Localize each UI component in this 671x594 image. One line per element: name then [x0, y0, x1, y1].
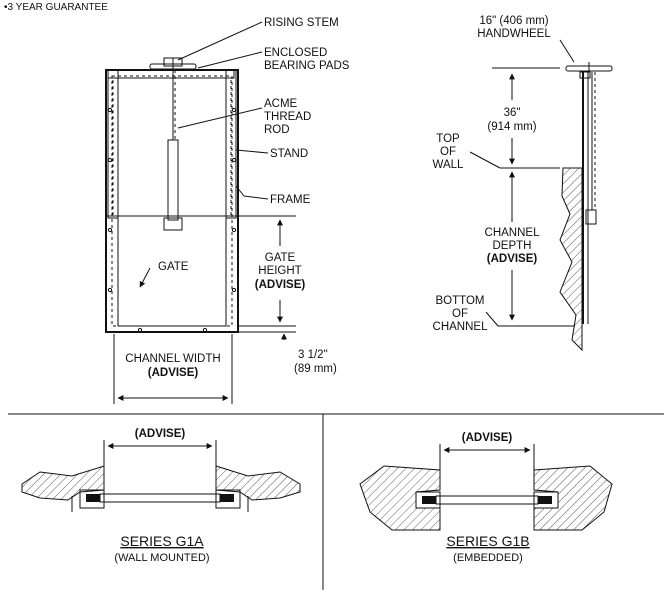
- g1a-left-wall: [21, 465, 105, 501]
- label-rising-stem: RISING STEM: [264, 17, 339, 29]
- front-view: [105, 21, 296, 404]
- g1a-series: SERIES G1A: [120, 533, 204, 549]
- label-offset-2: (89 mm): [294, 363, 337, 375]
- g1a-gate-section: [99, 493, 221, 503]
- label-gate-height-2: HEIGHT: [258, 265, 301, 277]
- g1b-gate-section: [435, 495, 539, 505]
- label-channel-depth-2: DEPTH: [493, 240, 532, 252]
- label-channel-width-2: (ADVISE): [148, 367, 199, 379]
- handwheel-icon: [149, 57, 197, 70]
- label-handwheel-1: 16" (406 mm): [479, 15, 548, 27]
- label-bottom-2: OF: [452, 308, 468, 320]
- side-wall: [559, 167, 583, 352]
- g1a-left-frame: [79, 489, 105, 509]
- label-channel-width-1: CHANNEL WIDTH: [125, 353, 220, 365]
- label-handwheel-2: HANDWHEEL: [477, 28, 551, 40]
- label-frame: FRAME: [270, 194, 311, 206]
- label-gate: GATE: [158, 261, 189, 273]
- gate-frame: [105, 69, 239, 333]
- g1b-mounting: (EMBEDDED): [453, 552, 523, 564]
- label-gate-height-3: (ADVISE): [255, 279, 306, 291]
- label-bearing-pads-1: ENCLOSED: [264, 47, 327, 59]
- g1a-advise: (ADVISE): [135, 428, 186, 440]
- g1a-right-wall: [215, 465, 301, 501]
- g1b-advise: (ADVISE): [462, 432, 513, 444]
- g1a-mounting: (WALL MOUNTED): [114, 552, 209, 564]
- label-offset-1: 3 1/2": [298, 349, 328, 361]
- g1b-right-wall: [533, 465, 613, 531]
- label-stand: STAND: [270, 148, 308, 160]
- guarantee-text: •3 YEAR GUARANTEE: [4, 2, 108, 13]
- label-top-of-wall-3: WALL: [433, 159, 464, 171]
- frame-bolts: [107, 107, 237, 333]
- label-acme-3: ROD: [264, 124, 290, 136]
- label-top-of-wall-1: TOP: [436, 133, 460, 145]
- label-top-of-wall-2: OF: [440, 146, 456, 158]
- g1b-series: SERIES G1B: [446, 533, 529, 549]
- label-bottom-3: CHANNEL: [433, 321, 489, 333]
- label-channel-depth-1: CHANNEL: [485, 227, 541, 239]
- label-acme-2: THREAD: [264, 111, 311, 123]
- side-view: [469, 39, 613, 352]
- label-height-1: 36": [504, 107, 521, 119]
- section-g1b: [359, 444, 613, 531]
- g1a-right-frame: [215, 489, 241, 509]
- stand-top-bar: [107, 69, 235, 79]
- g1b-right-frame: [533, 491, 559, 509]
- label-height-2: (914 mm): [487, 121, 536, 133]
- g1b-left-frame: [415, 491, 441, 509]
- label-acme-1: ACME: [264, 98, 298, 110]
- stem-tube: [167, 139, 179, 221]
- label-channel-depth-3: (ADVISE): [487, 253, 538, 265]
- label-bearing-pads-2: BEARING PADS: [264, 60, 350, 72]
- label-bottom-1: BOTTOM: [436, 295, 485, 307]
- section-g1a: [21, 440, 301, 512]
- label-gate-height-1: GATE: [265, 252, 296, 264]
